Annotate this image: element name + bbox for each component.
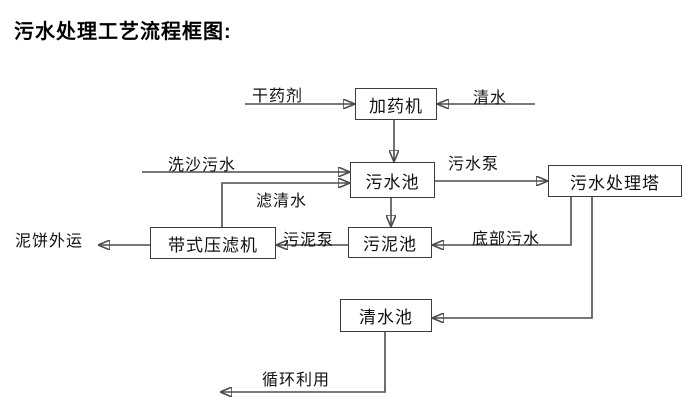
flow-label-dry-agent: 干药剂	[252, 88, 304, 105]
flow-label-sludge-pump: 污泥泵	[283, 232, 335, 249]
flow-label-mud-cake-outbound: 泥饼外运	[15, 233, 84, 250]
flow-label-sand-washing-sewage: 洗沙污水	[168, 157, 237, 174]
connector-tower-bottomsewage-to-sludgepool	[433, 197, 572, 245]
page-title: 污水处理工艺流程框图:	[14, 21, 232, 43]
node-dosing-machine: 加药机	[355, 88, 437, 120]
flow-label-recycling: 循环利用	[262, 372, 331, 389]
node-sludge-pool: 污泥池	[348, 227, 432, 258]
connector-cleanwaterpool-to-recycle	[221, 332, 386, 392]
connector-tower-to-cleanwaterpool	[433, 197, 593, 318]
node-belt-filter-press: 带式压滤机	[150, 227, 276, 259]
flow-label-bottom-sewage: 底部污水	[472, 231, 541, 248]
node-treatment-tower: 污水处理塔	[548, 165, 682, 197]
flow-label-clean-water: 清水	[473, 90, 508, 107]
flow-label-sewage-pump: 污水泵	[448, 156, 500, 173]
connector-filteredwater-press-to-sewagepool	[221, 183, 349, 227]
node-sewage-pool: 污水池	[350, 162, 435, 198]
flow-label-filtered-water: 滤清水	[256, 193, 308, 210]
node-clean-water-pool: 清水池	[340, 299, 432, 332]
